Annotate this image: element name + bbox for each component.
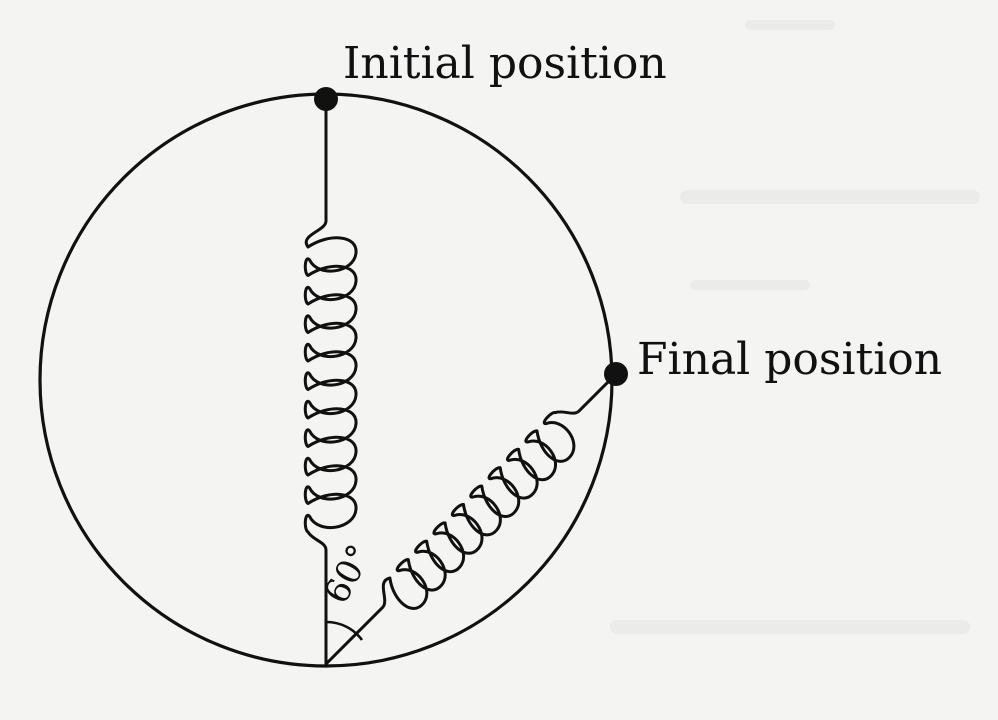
spring-initial bbox=[303, 97, 358, 666]
angle-arc bbox=[325, 620, 364, 641]
initial-position-dot bbox=[314, 87, 338, 111]
final-position-dot bbox=[604, 362, 628, 386]
final-position-label: Final position bbox=[637, 334, 943, 385]
spring-final bbox=[324, 372, 618, 666]
initial-position-label: Initial position bbox=[343, 38, 667, 89]
